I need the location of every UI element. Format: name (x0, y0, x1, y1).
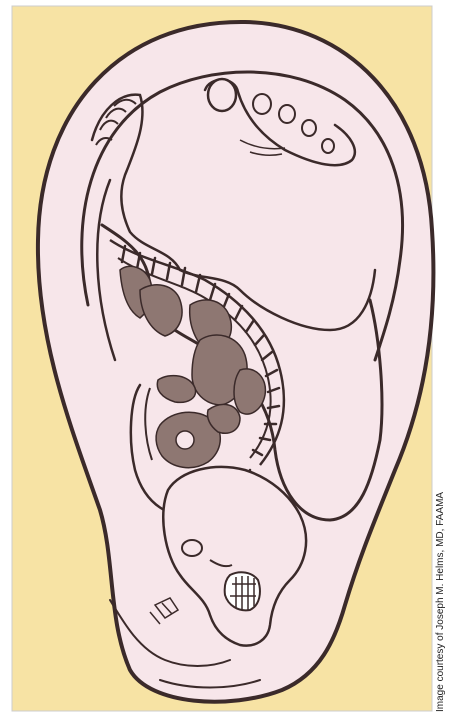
image-credit: Image courtesy of Joseph M. Helms, MD, F… (434, 372, 448, 712)
